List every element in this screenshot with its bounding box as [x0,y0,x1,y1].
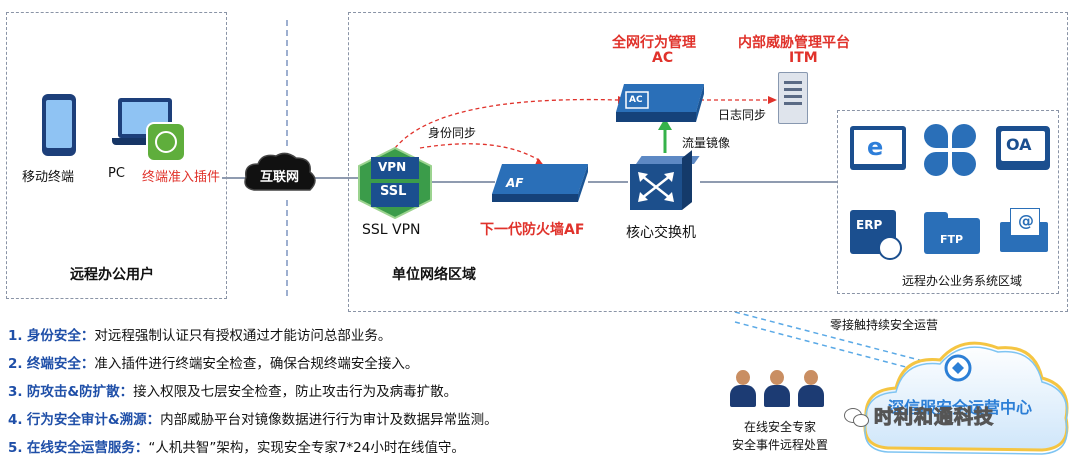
note-key: 终端安全： [26,356,95,372]
expert-person-icon [764,370,790,410]
note-item: 1. 身份安全：对远程强制认证只有授权通过才能访问总部业务。 [8,324,391,344]
plugin-label: 终端准入插件 [142,170,221,185]
soc-cloud-label: 深信服安全运营中心 [888,398,1033,417]
af-label: 下一代防火墙AF [480,222,585,238]
note-item: 4. 行为安全审计&溯源：内部威胁平台对镜像数据进行行为审计及数据异常监测。 [8,408,498,428]
af-icon-text: AF [506,176,524,190]
core-switch-label: 核心交换机 [626,225,696,241]
plugin-icon [146,122,186,162]
ac-title-line2: AC [652,50,674,66]
mobile-label: 移动终端 [22,170,75,185]
log-sync-label: 日志同步 [718,108,767,122]
note-item: 2. 终端安全：准入插件进行终端安全检查，确保合规终端安全接入。 [8,352,418,372]
wechat-logo-icon [844,408,870,428]
itm-title-line1: 内部威胁管理平台 [738,35,850,51]
security-notes: 1. 身份安全：对远程强制认证只有授权通过才能访问总部业务。 2. 终端安全：准… [0,318,700,468]
internet-label: 互联网 [260,170,300,185]
ftp-folder-icon [924,212,980,254]
unit-network-zone-label: 单位网络区域 [392,267,476,283]
oa-app-icon [996,126,1050,170]
itm-server-icon [778,72,808,124]
ssl-vpn-icon-top-text: VPN [378,160,407,174]
note-text: 接入权限及七层安全检查，防止攻击行为及病毒扩散。 [133,384,458,400]
oa-app-text: OA [1006,135,1032,154]
note-key: 身份安全： [26,328,95,344]
ftp-app-text: FTP [940,233,964,246]
remote-user-zone [6,12,227,299]
ac-device-icon [616,84,704,122]
traffic-mirror-label: 流量镜像 [682,136,731,150]
business-system-zone [837,110,1059,294]
note-number: 5. [8,440,23,456]
note-key: 在线安全运营服务： [26,440,149,456]
ac-icon-text: AC [629,95,643,105]
note-text: “人机共智”架构，实现安全专家7*24小时在线值守。 [148,440,465,456]
clover-app-icon [924,124,976,176]
zero-touch-label: 零接触持续安全运营 [830,318,939,332]
note-text: 内部威胁平台对镜像数据进行行为审计及数据异常监测。 [160,412,498,428]
internet-cloud-icon [244,152,316,191]
note-key: 行为安全审计&溯源： [26,412,161,428]
experts-line1: 在线安全专家 [744,420,817,434]
identity-sync-label: 身份同步 [428,126,477,140]
ac-title-line1: 全网行为管理 [612,35,696,51]
note-number: 3. [8,384,23,400]
unit-network-zone [348,12,1068,312]
mobile-phone-icon [42,94,76,156]
itm-title-line2: ITM [789,50,818,66]
ssl-vpn-label: SSL VPN [362,222,421,238]
ssl-vpn-icon [358,147,432,219]
af-firewall-icon [492,164,588,202]
expert-person-icon [730,370,756,410]
note-number: 4. [8,412,23,428]
core-switch-icon [630,150,700,210]
note-text: 准入插件进行终端安全检查，确保合规终端安全接入。 [94,356,419,372]
note-item: 5. 在线安全运营服务：“人机共智”架构，实现安全专家7*24小时在线值守。 [8,436,465,456]
note-item: 3. 防攻击&防扩散：接入权限及七层安全检查，防止攻击行为及病毒扩散。 [8,380,457,400]
note-number: 2. [8,356,23,372]
note-text: 对远程强制认证只有授权通过才能访问总部业务。 [94,328,392,344]
note-number: 1. [8,328,23,344]
business-zone-label: 远程办公业务系统区域 [902,274,1023,288]
expert-person-icon [798,370,824,410]
laptop-icon [112,98,178,146]
erp-app-text: ERP [856,218,883,232]
ssl-vpn-icon-bottom-text: SSL [380,184,407,199]
remote-user-zone-label: 远程办公用户 [70,267,154,283]
watermark-text: 时利和通科技 [873,406,995,429]
note-key: 防攻击&防扩散： [26,384,134,400]
erp-app-icon [850,210,902,260]
browser-app-icon: e [850,126,906,170]
mail-app-icon: @ [1000,208,1048,252]
soc-cloud-icon [863,341,1069,455]
pc-label: PC [108,166,125,181]
experts-line2: 安全事件远程处置 [732,438,829,452]
